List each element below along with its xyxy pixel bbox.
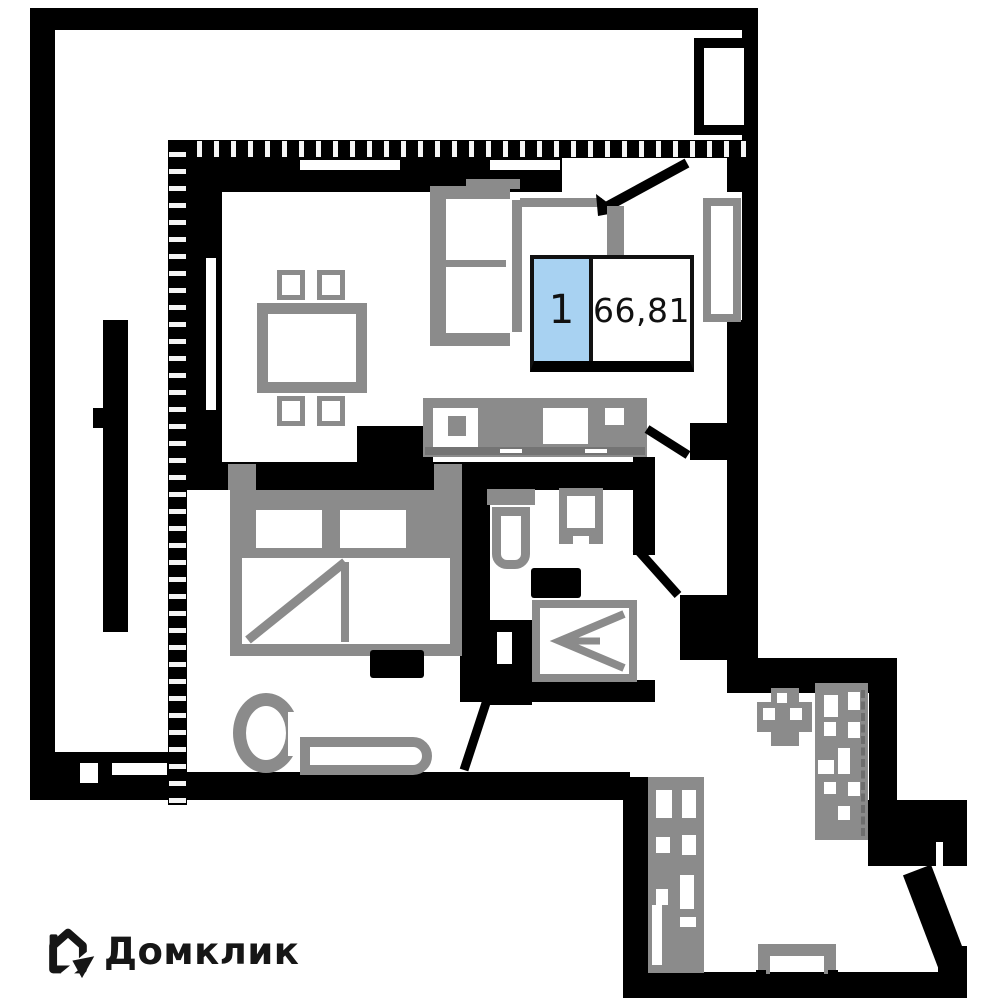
wall-opening bbox=[704, 48, 744, 125]
kitchen-counter bbox=[423, 398, 647, 457]
wall-opening bbox=[80, 763, 98, 783]
nightstand bbox=[228, 464, 256, 490]
unit-badge[interactable]: 1 66,81 bbox=[530, 255, 694, 372]
wall-segment bbox=[943, 838, 967, 866]
shower-cabin bbox=[532, 600, 637, 682]
stove-icon bbox=[543, 408, 588, 444]
bed bbox=[230, 490, 462, 656]
wall-opening bbox=[497, 632, 512, 664]
dining-chair bbox=[317, 270, 345, 300]
entry-door-leaf bbox=[605, 158, 690, 211]
armchair-opening bbox=[288, 712, 302, 756]
dining-chair bbox=[277, 270, 305, 300]
wall-segment bbox=[869, 658, 897, 808]
wall-segment bbox=[623, 972, 967, 998]
wall-segment bbox=[170, 772, 630, 800]
wall-segment bbox=[727, 320, 758, 662]
wall-segment bbox=[868, 800, 967, 842]
unit-area-value: 66,81 bbox=[593, 290, 690, 330]
dining-chair bbox=[317, 396, 345, 426]
sofa bbox=[430, 186, 522, 346]
hall-wardrobe-right bbox=[815, 683, 868, 840]
toilet-icon bbox=[487, 489, 535, 505]
wall-segment bbox=[460, 462, 490, 702]
bedroom-door-leaf bbox=[459, 698, 492, 772]
wall-segment bbox=[30, 8, 757, 30]
wall-segment bbox=[184, 462, 460, 490]
wall-segment bbox=[93, 408, 103, 428]
wall-segment bbox=[30, 752, 172, 800]
wall-segment bbox=[633, 457, 655, 555]
hall-shelving-left bbox=[648, 777, 704, 973]
hall-bench bbox=[758, 944, 836, 956]
wall-opening bbox=[300, 160, 400, 170]
domclick-logo: Домклик bbox=[40, 923, 299, 979]
exterior-hatched-wall-top bbox=[168, 140, 748, 158]
dining-table bbox=[257, 303, 367, 393]
toilet-bowl bbox=[492, 507, 530, 569]
wall-opening bbox=[206, 258, 216, 410]
wall-segment bbox=[460, 680, 655, 702]
wall-opening bbox=[490, 160, 560, 170]
wall-segment bbox=[460, 462, 655, 490]
shelf bbox=[466, 179, 520, 189]
wall-segment bbox=[742, 150, 758, 322]
wall-segment bbox=[727, 156, 758, 192]
wall-segment bbox=[103, 320, 128, 632]
kitchen-door-leaf bbox=[644, 425, 691, 459]
tv-console bbox=[520, 198, 602, 207]
wall-opening bbox=[112, 763, 167, 775]
unit-rooms-count: 1 bbox=[534, 259, 594, 361]
stairwell-diagonal-wall bbox=[902, 864, 967, 968]
sliding-door-track bbox=[861, 690, 865, 836]
wall-segment bbox=[868, 838, 936, 866]
area-label-artifact bbox=[531, 568, 581, 598]
bedroom-bench bbox=[300, 737, 432, 775]
corridor-door-leaf bbox=[632, 545, 682, 598]
dining-chair bbox=[277, 396, 305, 426]
wall-segment bbox=[30, 8, 55, 800]
wall-segment bbox=[727, 658, 897, 693]
bathroom-sink-icon bbox=[559, 488, 603, 544]
wardrobe bbox=[703, 198, 741, 322]
domclick-logo-text: Домклик bbox=[104, 929, 300, 973]
badge-wall-stub bbox=[607, 206, 624, 258]
exterior-hatched-wall-left bbox=[168, 140, 187, 805]
domclick-house-icon bbox=[49, 928, 96, 979]
area-label-artifact bbox=[370, 650, 424, 678]
wall-segment bbox=[690, 423, 727, 460]
wall-segment bbox=[623, 777, 650, 974]
wall-segment bbox=[680, 595, 727, 660]
wall-segment bbox=[357, 426, 433, 462]
nightstand bbox=[434, 464, 462, 490]
wall-segment bbox=[184, 156, 222, 490]
